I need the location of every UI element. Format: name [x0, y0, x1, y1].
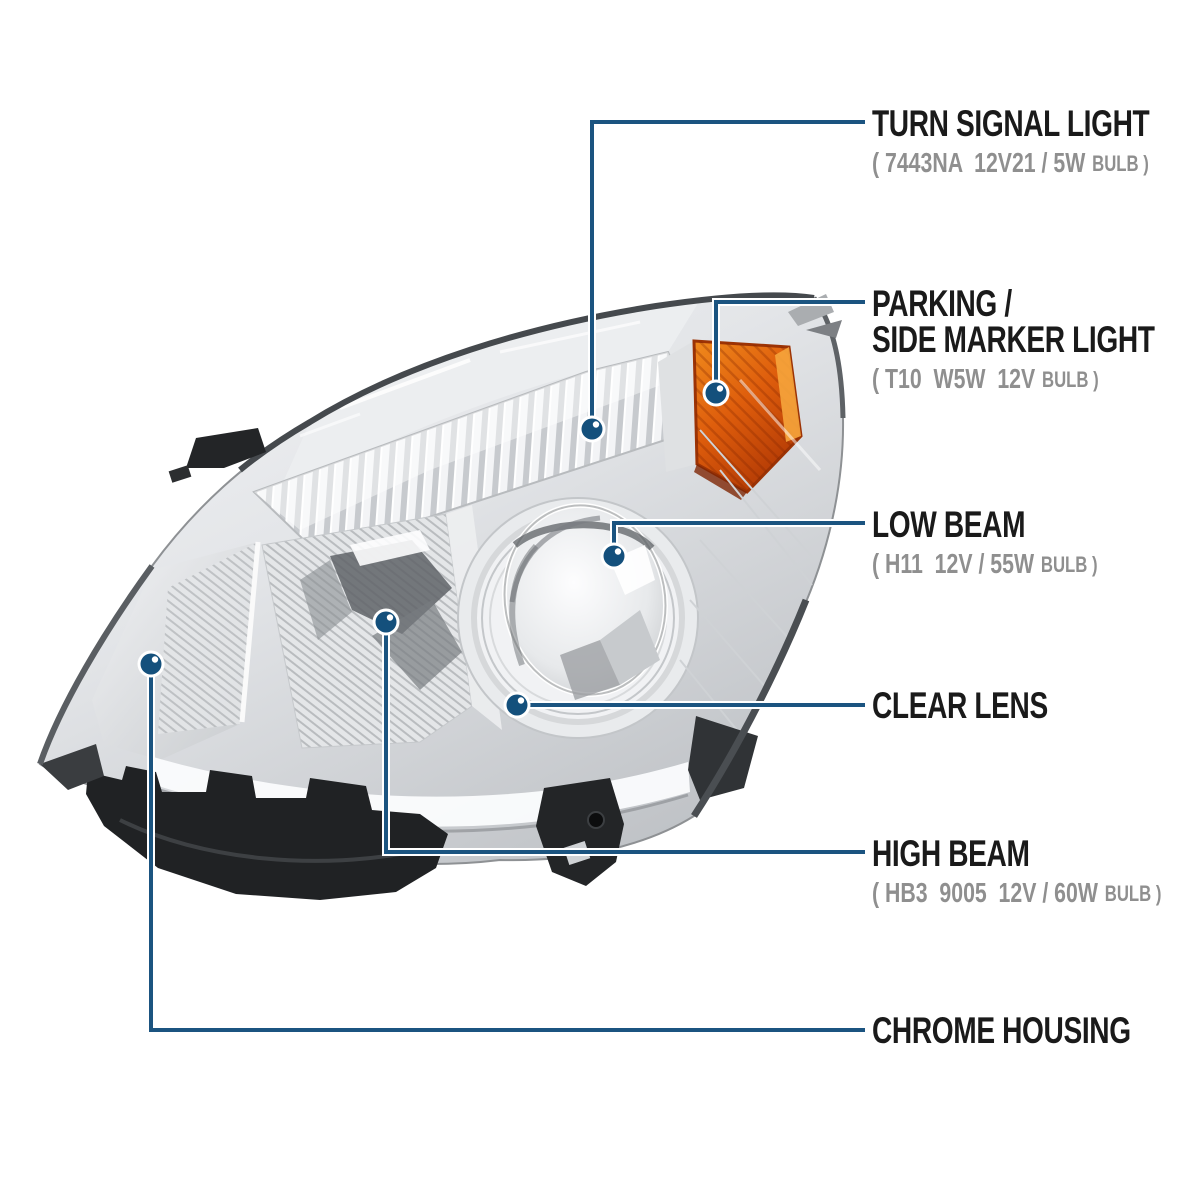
- callout-dot-clear-lens: [503, 691, 531, 719]
- headlight-body: [37, 292, 846, 900]
- callout-title: PARKING /: [872, 283, 1012, 324]
- mounting-bracket: [536, 778, 624, 886]
- callout-line-chrome-housing: [147, 664, 865, 1034]
- mounting-base: [86, 766, 448, 900]
- callout-line-turn-signal-light: [588, 118, 865, 429]
- callout-title: TURN SIGNAL LIGHT: [872, 103, 1150, 144]
- callout-title: HIGH BEAM: [872, 833, 1030, 874]
- mounting-tab: [186, 428, 266, 468]
- callout-title: CLEAR LENS: [872, 685, 1048, 726]
- callout-title: LOW BEAM: [872, 504, 1026, 545]
- callout-lines: [137, 118, 865, 1034]
- callout-label-clear-lens: CLEAR LENS: [872, 685, 1048, 726]
- callout-dot-low-beam: [600, 542, 628, 570]
- high-beam-reflector: [261, 513, 473, 749]
- callout-dot-turn-signal-light: [578, 415, 606, 443]
- callout-line-high-beam: [382, 622, 865, 856]
- callout-dot-parking-side-marker: [702, 379, 730, 407]
- callout-label-parking-side-marker: PARKING / SIDE MARKER LIGHT ( T10 W5W 12…: [872, 283, 1155, 394]
- callout-dot-high-beam: [372, 608, 400, 636]
- lens-facet-lines: [679, 429, 816, 741]
- callout-title: CHROME HOUSING: [872, 1010, 1131, 1051]
- callout-title-line2: SIDE MARKER LIGHT: [872, 319, 1155, 360]
- callout-dot-chrome-housing: [137, 650, 165, 678]
- callout-label-chrome-housing: CHROME HOUSING: [872, 1010, 1131, 1051]
- callout-line-parking-side-marker: [712, 298, 865, 393]
